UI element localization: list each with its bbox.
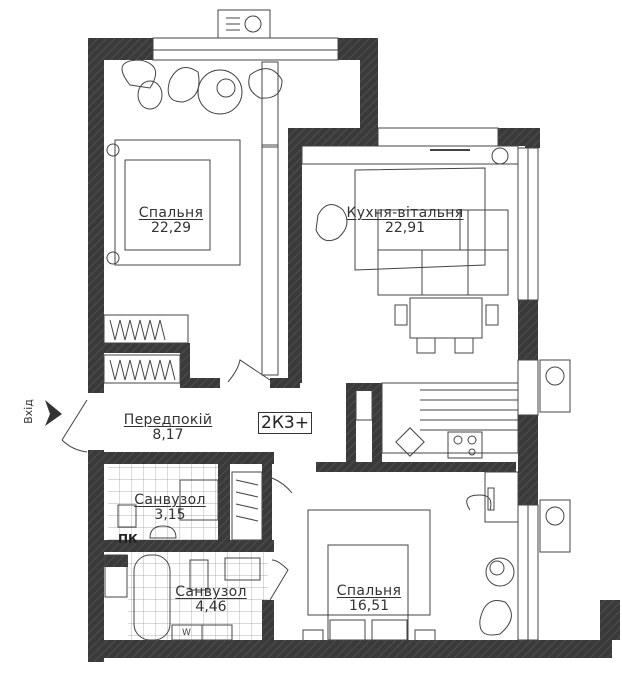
room-label-bathroom-1: Санвузол 3,15	[125, 493, 215, 523]
room-area: 16,51	[348, 598, 390, 614]
room-name: Кухня-вітальня	[346, 205, 464, 221]
room-area: 4,46	[195, 599, 227, 615]
room-label-kitchen-living: Кухня-вітальня 22,91	[340, 206, 470, 236]
apartment-type-badge: 2К3+	[258, 412, 312, 434]
room-label-bedroom-2: Спальня 16,51	[330, 584, 408, 614]
room-name: Передпокій	[123, 412, 213, 428]
room-name: Спальня	[336, 583, 402, 599]
room-label-hallway: Передпокій 8,17	[118, 413, 218, 443]
room-name: Санвузол	[175, 584, 247, 600]
room-name: Санвузол	[134, 492, 206, 508]
riser-label: ПК	[118, 532, 138, 546]
washer-label: W	[182, 628, 191, 638]
entrance-label: Вхід	[21, 399, 35, 424]
room-name: Спальня	[138, 205, 204, 221]
room-label-bedroom-1: Спальня 22,29	[126, 206, 216, 236]
room-area: 3,15	[154, 507, 186, 523]
room-label-bathroom-2: Санвузол 4,46	[166, 585, 256, 615]
room-area: 22,29	[150, 220, 192, 236]
entry-arrow-icon	[45, 400, 62, 426]
room-area: 8,17	[152, 427, 184, 443]
room-area: 22,91	[384, 220, 426, 236]
